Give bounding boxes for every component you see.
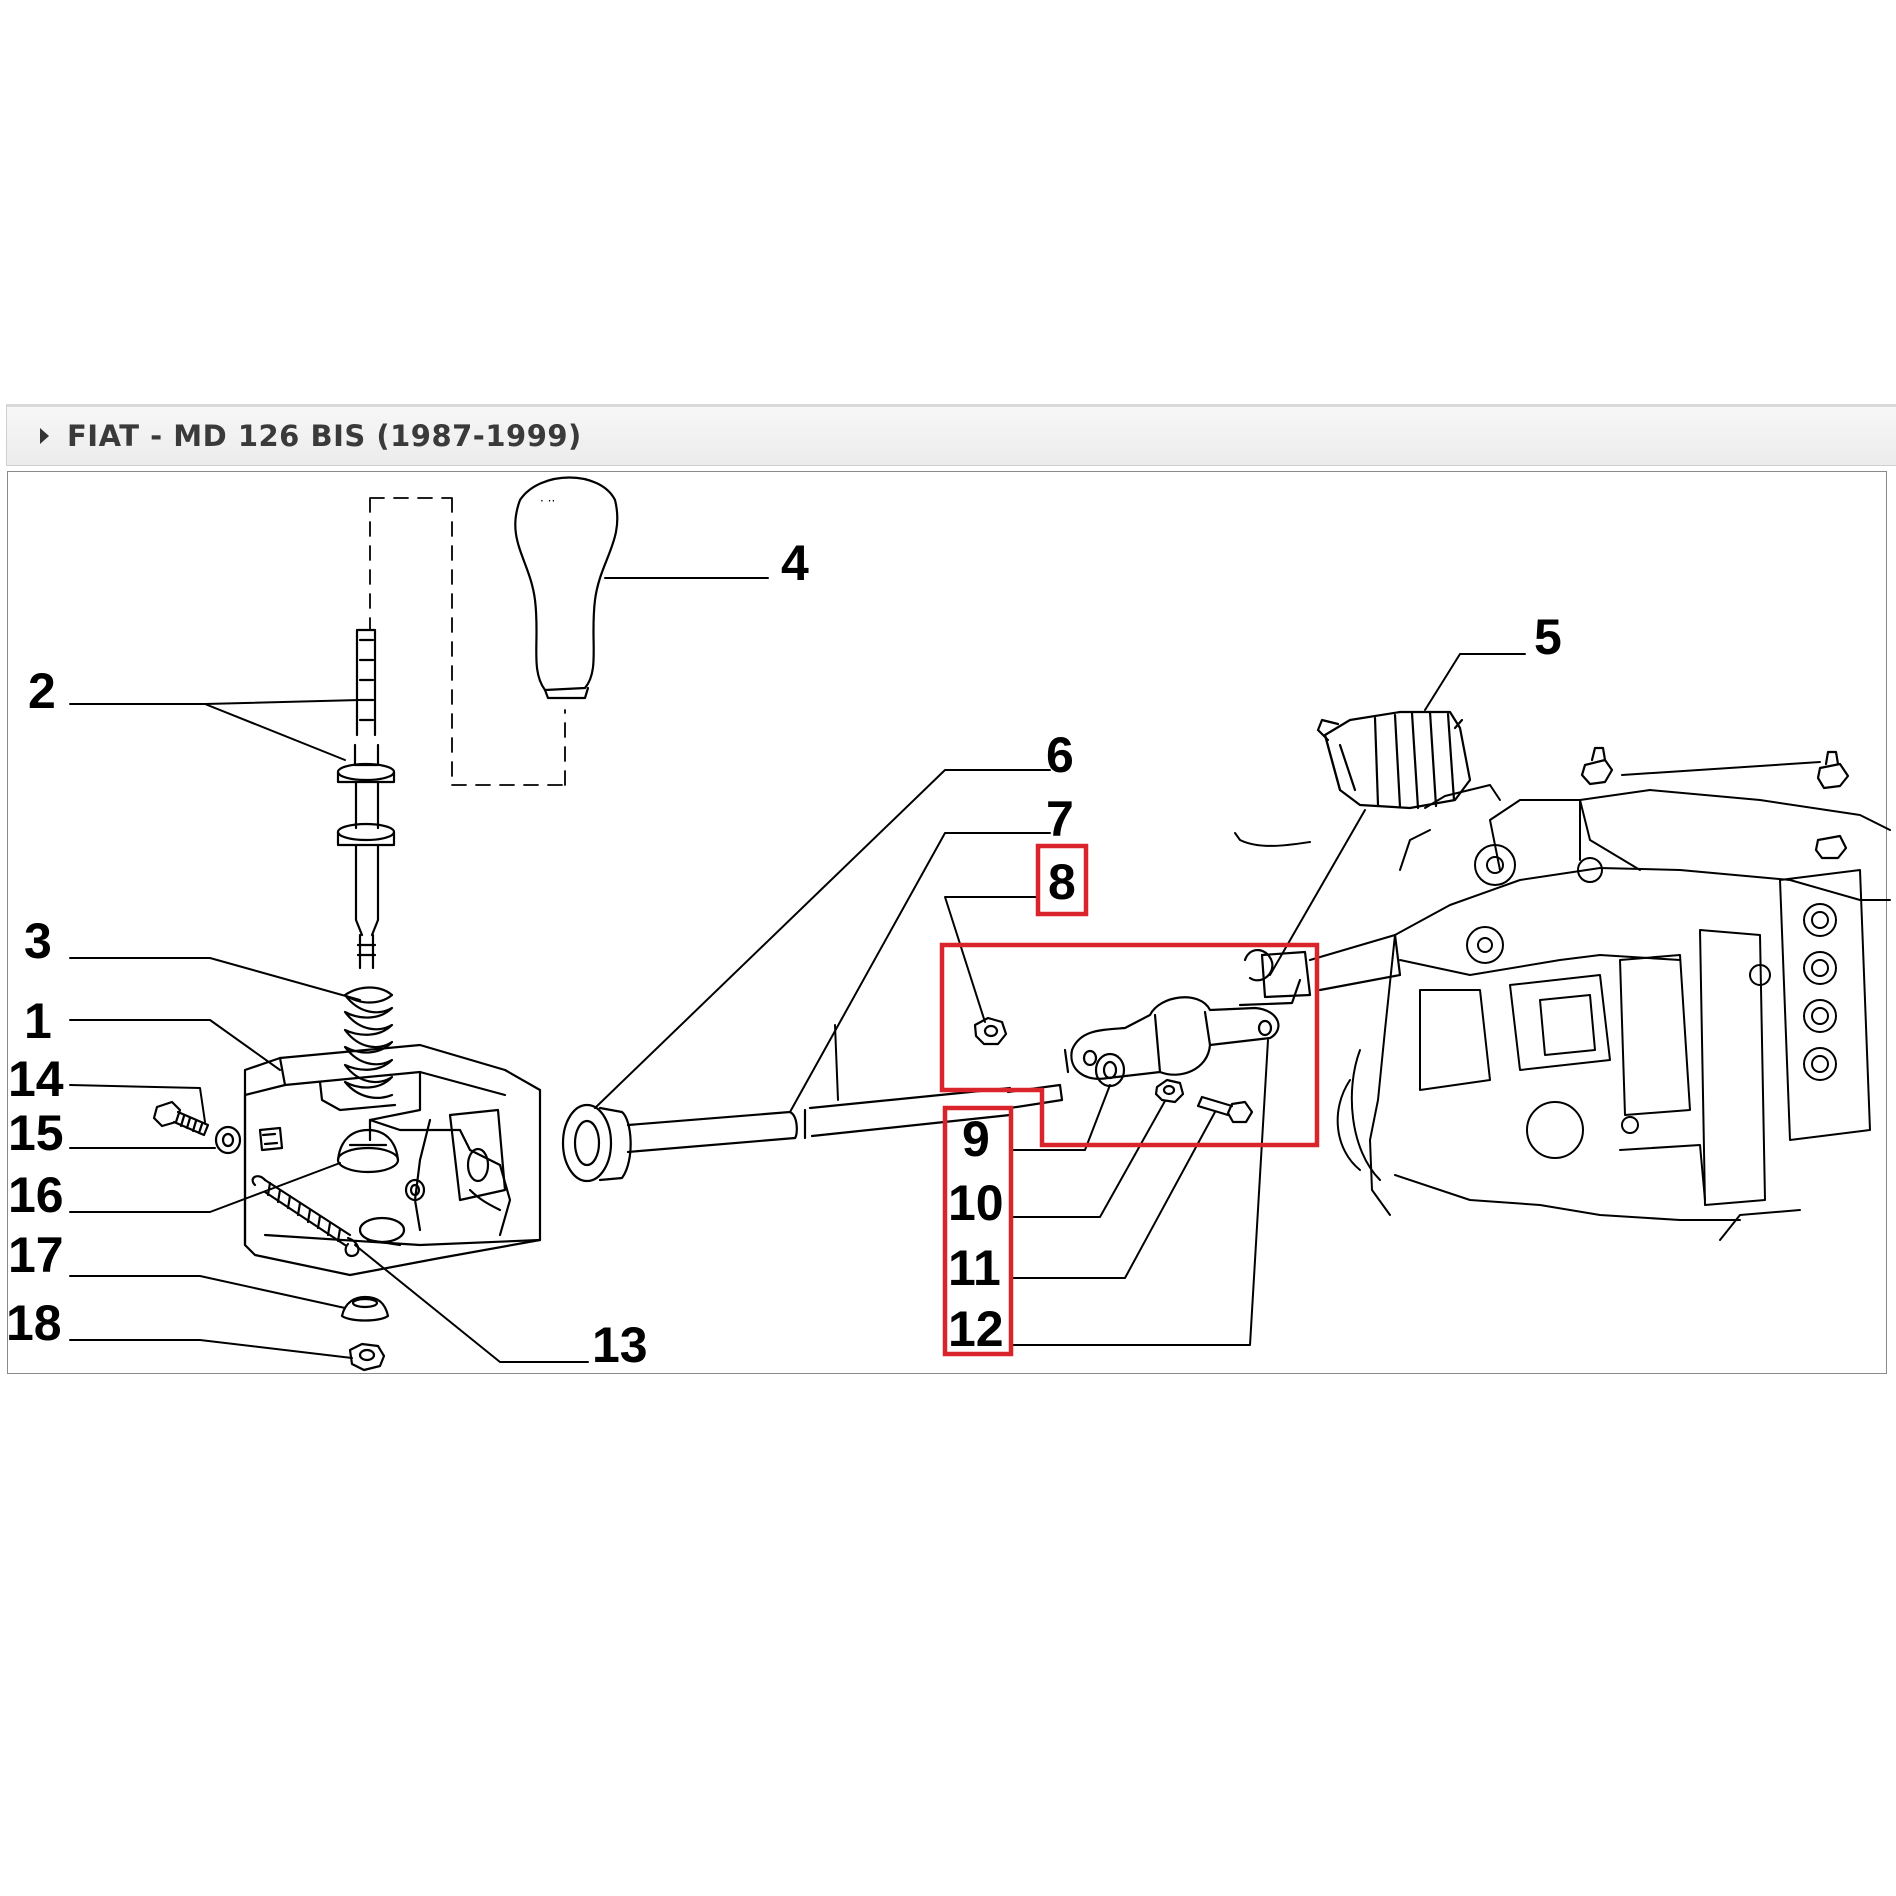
part-label-18: 18: [6, 1295, 62, 1351]
tension-spring: [251, 1175, 406, 1258]
part-label-7: 7: [1046, 791, 1074, 847]
screw: [1196, 1095, 1254, 1124]
part-label-9: 9: [962, 1111, 990, 1167]
part-label-17: 17: [8, 1227, 64, 1283]
part-label-6: 6: [1046, 727, 1074, 783]
lever-spring: [343, 986, 394, 1099]
part-label-12: 12: [948, 1301, 1004, 1357]
pivot-cup: [336, 1128, 426, 1202]
part-label-15: 15: [8, 1105, 64, 1161]
selector-lever: [1063, 996, 1280, 1080]
gearbox-output-shaft: [1238, 933, 1402, 1007]
part-label-8: 8: [1048, 854, 1076, 910]
part-label-5: 5: [1534, 609, 1562, 665]
part-label-16: 16: [8, 1167, 64, 1223]
gear-knob: · ··: [514, 476, 619, 700]
part-label-3: 3: [24, 913, 52, 969]
part-label-14: 14: [8, 1051, 64, 1107]
gear-lever: [336, 628, 396, 970]
panel-title: FIAT - MD 126 BIS (1987-1999): [67, 419, 582, 453]
part-label-10: 10: [948, 1175, 1004, 1231]
gearbox-breather-plug: [1580, 746, 1850, 860]
bushing: [1094, 1052, 1126, 1088]
panel-header[interactable]: FIAT - MD 126 BIS (1987-1999): [6, 404, 1896, 466]
lever-housing: [243, 1043, 542, 1277]
leader-lines: [69, 577, 1821, 1363]
caret-right-icon: [40, 428, 49, 444]
rod-nut: [973, 1016, 1008, 1046]
part-label-2: 2: [28, 663, 56, 719]
washer: [214, 1125, 242, 1155]
gearbox-housing: [1336, 789, 1891, 1241]
part-label-4: 4: [781, 535, 809, 591]
highlight-labels-9-12: [942, 1105, 1014, 1357]
part-label-11: 11: [948, 1240, 1001, 1296]
svg-text:· ··: · ··: [540, 494, 555, 508]
bolt: [152, 1100, 210, 1137]
highlight-frames: [939, 843, 1320, 1357]
part-label-13: 13: [592, 1317, 648, 1373]
small-nut: [1154, 1078, 1185, 1104]
part-labels: 2 3 1 14 15 16 17 18 13 4 5 6 7 8 9 10 1…: [6, 535, 1562, 1373]
highlight-assembly-outline: [939, 942, 1320, 1148]
gear-boot: [1316, 710, 1472, 810]
nut: [348, 1342, 386, 1372]
highlight-label-8: [1035, 843, 1089, 917]
rubber-cup: [340, 1295, 390, 1322]
part-label-1: 1: [24, 993, 52, 1049]
